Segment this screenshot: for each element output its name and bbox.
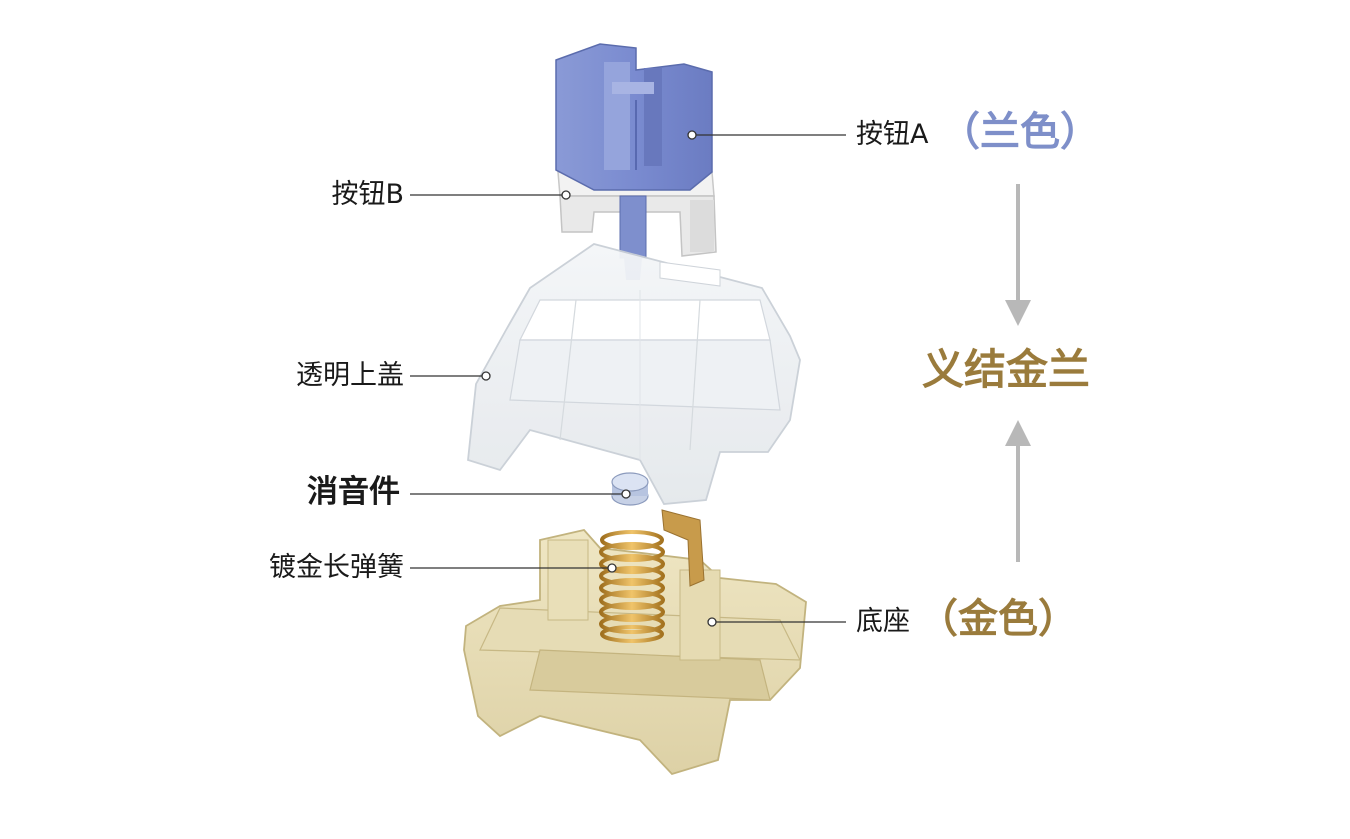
- leader-dot-button-b: [561, 190, 571, 200]
- label-button-a: 按钮A: [856, 119, 929, 150]
- arrow-down: [1005, 184, 1031, 326]
- label-base-color: （金色）: [918, 596, 1078, 642]
- top-cover-part: [467, 243, 801, 505]
- arrow-up: [1005, 420, 1031, 562]
- leader-dot-button-a: [687, 130, 697, 140]
- silencer-part: [611, 472, 649, 506]
- leader-dot-spring: [607, 563, 617, 573]
- spring-part: [599, 530, 665, 643]
- label-silencer: 消音件: [307, 474, 400, 510]
- leader-lines: [410, 130, 846, 627]
- diagram-title: 义结金兰: [922, 345, 1091, 394]
- leader-dot-silencer: [621, 489, 631, 499]
- base-part: [463, 509, 807, 776]
- button-a-part: [555, 43, 713, 191]
- leader-dot-base: [707, 617, 717, 627]
- label-button-b: 按钮B: [331, 179, 404, 210]
- leader-dot-top-cover: [481, 371, 491, 381]
- label-spring: 镀金长弹簧: [269, 552, 404, 583]
- label-base: 底座: [856, 606, 910, 637]
- label-top-cover: 透明上盖: [296, 360, 404, 391]
- label-button-a-color: （兰色）: [940, 109, 1100, 155]
